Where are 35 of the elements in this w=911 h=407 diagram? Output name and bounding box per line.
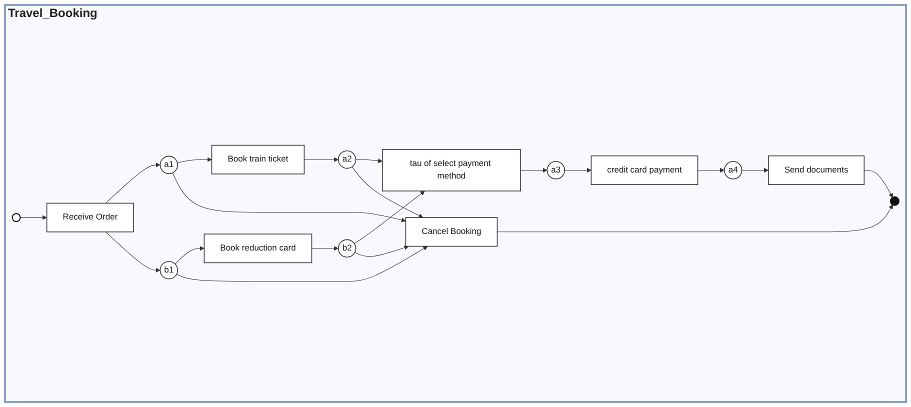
node-box: Cancel Booking [405, 217, 498, 247]
arrow [174, 246, 204, 264]
node-box: Receive Order [46, 203, 134, 232]
arrow [20, 215, 48, 220]
node-circle [890, 196, 900, 206]
arrow [698, 168, 725, 173]
node-circle [12, 213, 21, 222]
arrow [172, 172, 406, 222]
node-circle: b1 [160, 261, 178, 280]
node-circle: a2 [338, 150, 356, 169]
node-box: Book train ticket [211, 145, 305, 175]
node-box: Send documents [768, 156, 865, 186]
node-circle: a3 [546, 161, 566, 180]
arrow [520, 168, 548, 173]
arrow [864, 170, 893, 198]
window-title: Travel_Booking [8, 6, 98, 20]
arrow [564, 168, 592, 173]
node-box: Book reduction card [204, 234, 312, 264]
node-box: tau of select payment method [382, 149, 521, 192]
arrow [354, 190, 425, 244]
arrow [105, 232, 160, 273]
node-box: credit card payment [590, 156, 698, 186]
arrow [177, 157, 212, 164]
arrow [356, 158, 383, 164]
arrow [312, 246, 339, 251]
arrow [304, 157, 339, 162]
node-circle: a1 [160, 156, 178, 174]
arrow [496, 204, 893, 232]
arrow [352, 166, 424, 218]
arrow [354, 246, 409, 257]
arrow [105, 162, 160, 204]
node-circle: a4 [724, 161, 742, 180]
arrow [742, 168, 769, 173]
node-circle: b2 [338, 239, 356, 258]
arrow [176, 246, 428, 282]
